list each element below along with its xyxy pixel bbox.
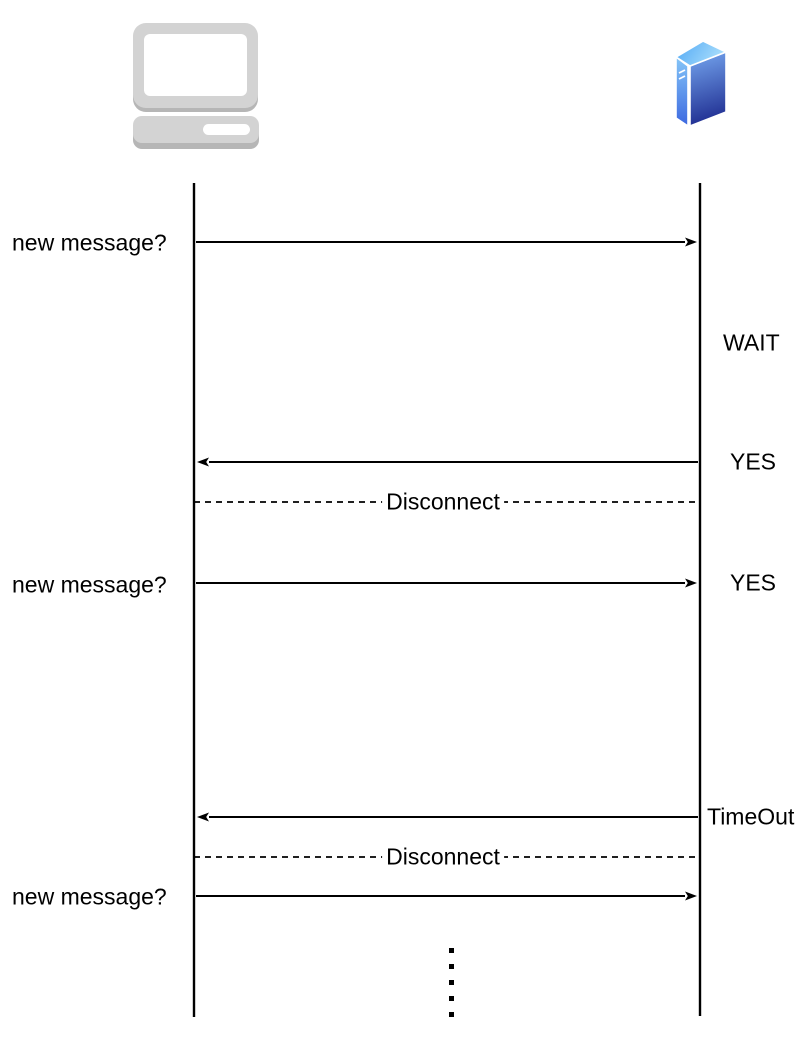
message-label-timeout: TimeOut xyxy=(707,803,795,830)
message-label-yes-2: YES xyxy=(730,569,777,596)
server-vent-mark xyxy=(678,75,686,80)
laptop-screen-display xyxy=(144,34,247,96)
server-vent-mark xyxy=(678,69,686,74)
message-label-request-2: new message? xyxy=(12,571,167,598)
disconnect-label-1: Disconnect xyxy=(382,490,504,514)
laptop-base-detail xyxy=(203,124,250,135)
message-label-yes-1: YES xyxy=(730,448,777,475)
server-left-face xyxy=(675,56,689,127)
server-icon xyxy=(675,40,727,127)
message-label-request-3: new message? xyxy=(12,883,167,910)
disconnect-label-2: Disconnect xyxy=(382,845,504,869)
message-label-request-1: new message? xyxy=(12,229,167,256)
laptop-icon xyxy=(133,23,259,149)
laptop-base xyxy=(133,116,259,143)
server-state-label-wait: WAIT xyxy=(723,329,780,356)
continuation-ellipsis-icon xyxy=(449,948,454,1017)
server-top-face xyxy=(675,40,727,67)
